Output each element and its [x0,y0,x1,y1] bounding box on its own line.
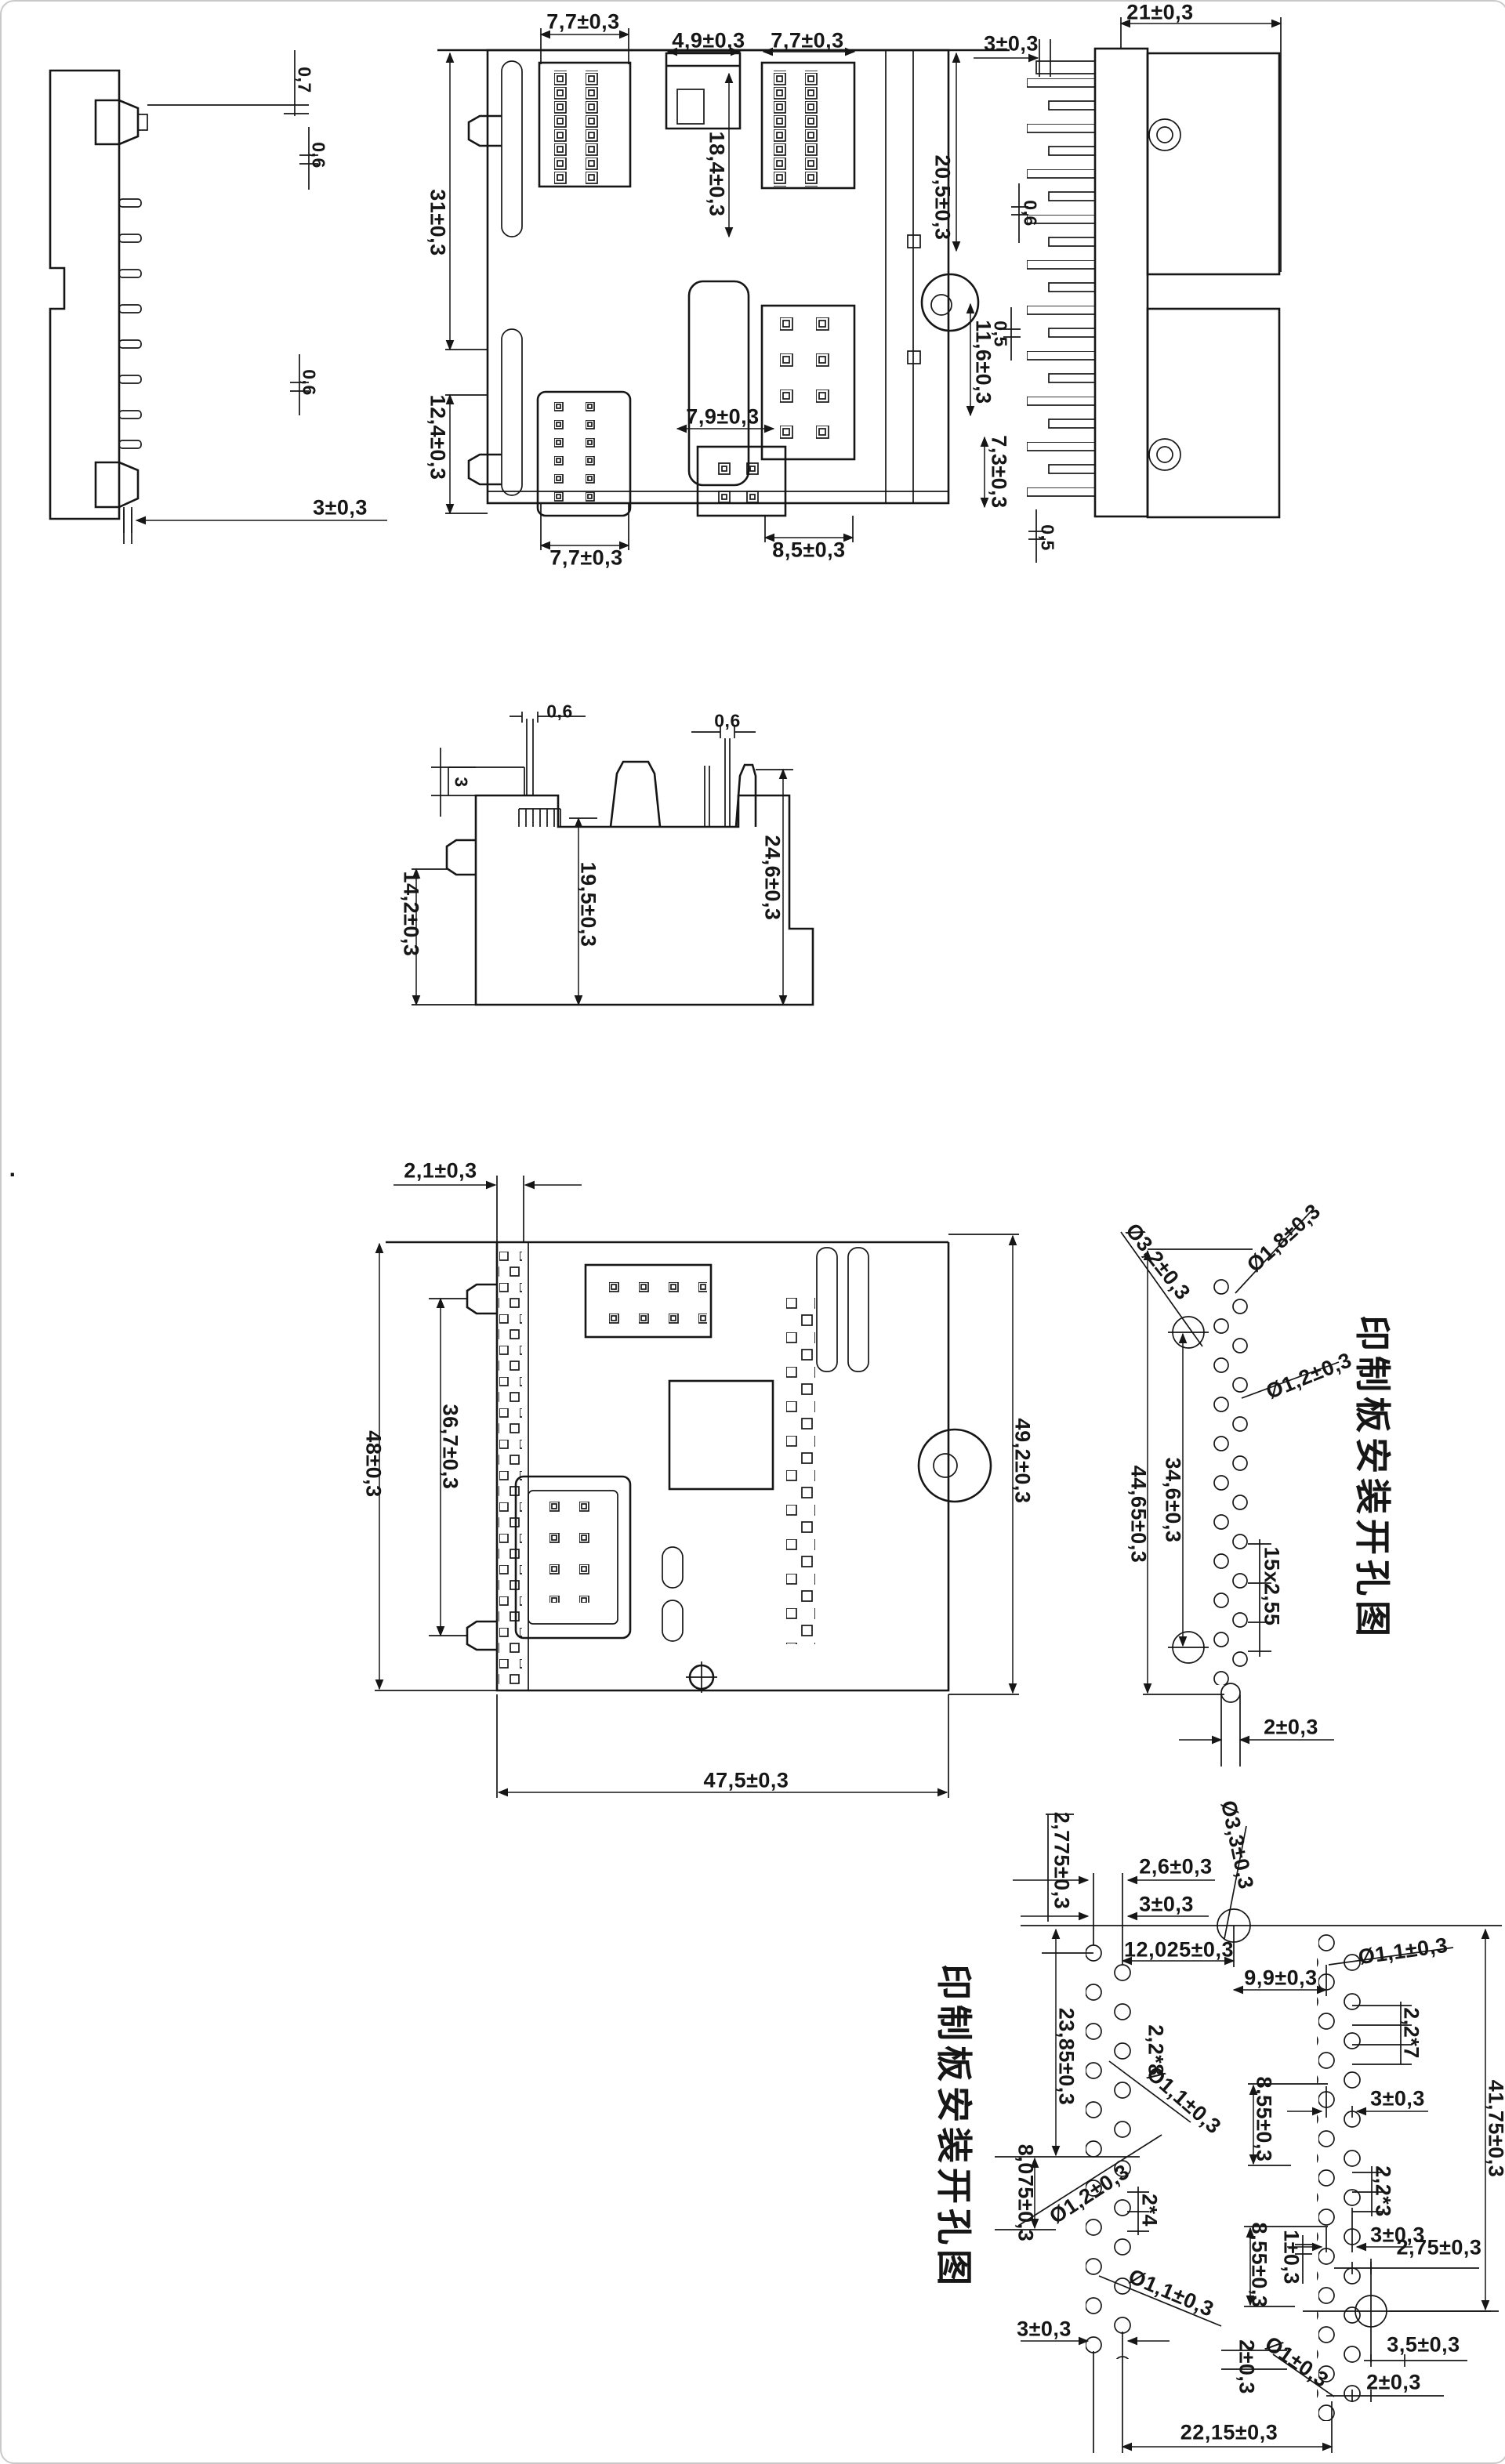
view-side-right [974,17,1281,563]
drill-pattern-bottom [995,1814,1502,2453]
view-bottom [412,712,813,1005]
view-front [437,28,1010,550]
drill-pattern-right [1121,1210,1339,1766]
view-side-left [50,50,387,544]
view-rear [375,1176,1019,1798]
